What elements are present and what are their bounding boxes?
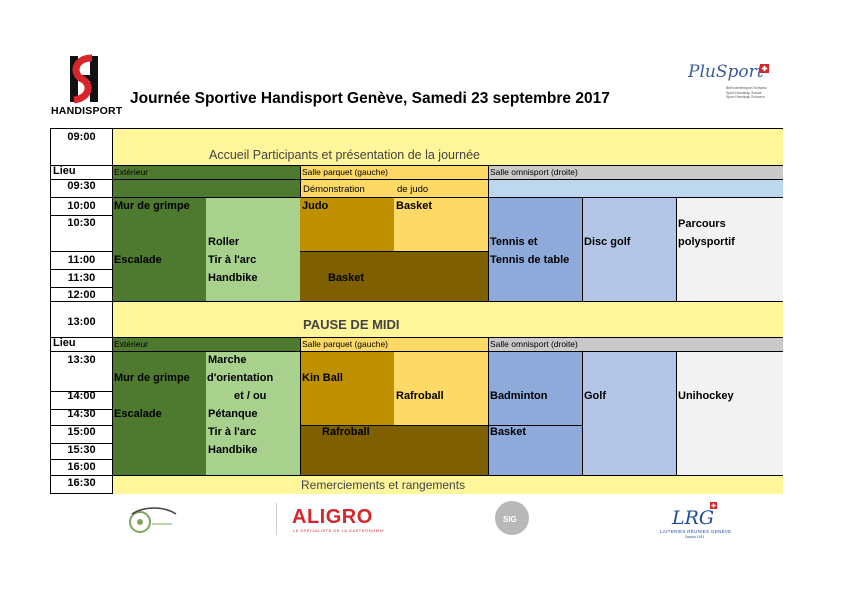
activity-label: Parcours <box>678 218 726 230</box>
zone-omnisport-header <box>488 165 783 179</box>
lrg-since: Depuis 1911 <box>685 535 705 539</box>
rafroball-right-block <box>394 351 488 425</box>
time-label: 16:30 <box>67 477 96 489</box>
pm-basket-block <box>488 425 582 475</box>
activity-label: Démonstration <box>303 184 365 195</box>
time-label: 09:00 <box>67 131 96 143</box>
sig-logo-icon <box>495 501 529 535</box>
activity-label: Judo <box>302 200 329 212</box>
lieu-label: Lieu <box>53 337 76 349</box>
pause-text: PAUSE DE MIDI <box>303 317 400 332</box>
zone-exterieur-header <box>112 165 300 179</box>
time-label: 14:00 <box>67 390 96 402</box>
swiss-cross-icon <box>760 64 769 73</box>
activity-label: Pétanque <box>208 408 258 420</box>
basket-bottom-block <box>300 251 488 301</box>
footer-separator <box>276 503 277 535</box>
activity-label: Mur de grimpe <box>114 200 190 212</box>
time-label: 11:30 <box>67 272 96 284</box>
lieu-label: Lieu <box>53 165 76 177</box>
time-label: 10:00 <box>67 200 96 212</box>
time-label: 15:00 <box>67 426 96 438</box>
activity-label: Tir à l'arc <box>208 426 257 438</box>
plusport-subtitle: Behindertensport Schweiz Sport Handicap … <box>726 86 767 99</box>
time-label: 13:00 <box>67 316 96 328</box>
activity-label: d'orientation <box>207 372 274 384</box>
zone-label: Extérieur <box>114 167 149 177</box>
zone-parquet-header <box>300 165 488 179</box>
time-label: 14:30 <box>67 408 96 420</box>
time-label: 11:00 <box>67 254 96 266</box>
time-label: 09:30 <box>67 180 96 192</box>
activity-label: Escalade <box>114 254 162 266</box>
golf-block <box>582 351 676 475</box>
plusport-logo: PluSport <box>688 62 764 82</box>
lrg-logo: LRG <box>672 507 715 529</box>
activity-label: Marche <box>208 354 247 366</box>
tennis-block <box>488 197 582 301</box>
activity-label: de judo <box>397 184 429 195</box>
activity-label: Basket <box>490 426 527 438</box>
activity-label: et / ou <box>234 390 267 402</box>
unihockey-block <box>676 351 783 475</box>
time-label: 10:30 <box>67 217 96 229</box>
time-label: 15:30 <box>67 444 96 456</box>
lrg-subtitle: LAITERIES RÉUNIES GENÈVE <box>660 529 732 534</box>
activity-label: Handbike <box>208 272 258 284</box>
rafroball-bottom-block <box>300 425 488 475</box>
zone-label: Salle parquet (gauche) <box>302 339 389 349</box>
time-label: 13:30 <box>67 354 96 366</box>
activity-label: Basket <box>328 272 365 284</box>
handisport-logo-icon <box>70 54 98 104</box>
activity-label: Rafroball <box>396 390 444 402</box>
remerciements-banner <box>112 475 783 494</box>
handisport-logo-text: HANDISPORT <box>51 105 123 117</box>
roller-block <box>206 197 300 301</box>
time-label: 12:00 <box>67 289 96 301</box>
activity-label: Tir à l'arc <box>208 254 257 266</box>
zone-label: Extérieur <box>114 339 149 349</box>
time-label: 16:00 <box>67 461 96 473</box>
activity-label: Kin Ball <box>302 372 343 384</box>
demo-judo-block <box>300 179 488 197</box>
zone-label: Salle omnisport (droite) <box>490 167 578 177</box>
accueil-text: Accueil Participants et présentation de … <box>209 148 480 162</box>
pm-mur-grimpe-block <box>112 351 206 475</box>
activity-label: Roller <box>208 236 240 248</box>
activity-label: Unihockey <box>678 390 734 402</box>
pm-marche-block <box>206 351 300 475</box>
swiss-cross-icon <box>710 502 717 509</box>
activity-label: Disc golf <box>584 236 631 248</box>
activity-label: polysportif <box>678 236 735 248</box>
disc-golf-block <box>582 197 676 301</box>
mur-grimpe-block <box>112 197 206 301</box>
activity-label: Handbike <box>208 444 258 456</box>
activity-label: Basket <box>396 200 433 212</box>
parcours-block <box>676 197 783 301</box>
remerciements-text: Remerciements et rangements <box>301 478 466 492</box>
aligro-subtitle: LE SPÉCIALISTE DE LA GASTRONOMIE <box>293 528 385 533</box>
judo-block <box>300 197 394 251</box>
activity-label: Rafroball <box>322 426 370 438</box>
schedule-table: Accueil Participants et présentation de … <box>50 128 783 494</box>
basket-top-block <box>394 197 488 251</box>
pause-banner <box>112 301 783 337</box>
activity-label: Mur de grimpe <box>114 372 190 384</box>
zone-label: Salle parquet (gauche) <box>302 167 389 177</box>
accueil-banner <box>112 129 783 165</box>
activity-label: Tennis et <box>490 236 538 248</box>
badminton-block <box>488 351 582 425</box>
zone-label: Salle omnisport (droite) <box>490 339 578 349</box>
sig-logo-text: SIG <box>503 515 517 524</box>
aligro-logo: ALIGRO <box>292 506 373 528</box>
sponsor-cycle-logo-icon <box>129 507 177 533</box>
kinball-block <box>300 351 394 425</box>
activity-label: Badminton <box>490 390 548 402</box>
activity-label: Golf <box>584 390 606 402</box>
activity-label: Escalade <box>114 408 162 420</box>
activity-label: Tennis de table <box>490 254 570 266</box>
page-title: Journée Sportive Handisport Genève, Same… <box>130 90 610 107</box>
